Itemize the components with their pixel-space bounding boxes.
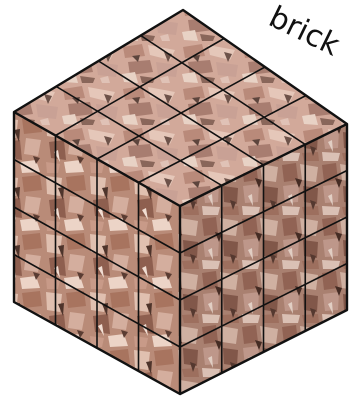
cube-label: brick — [263, 0, 345, 64]
